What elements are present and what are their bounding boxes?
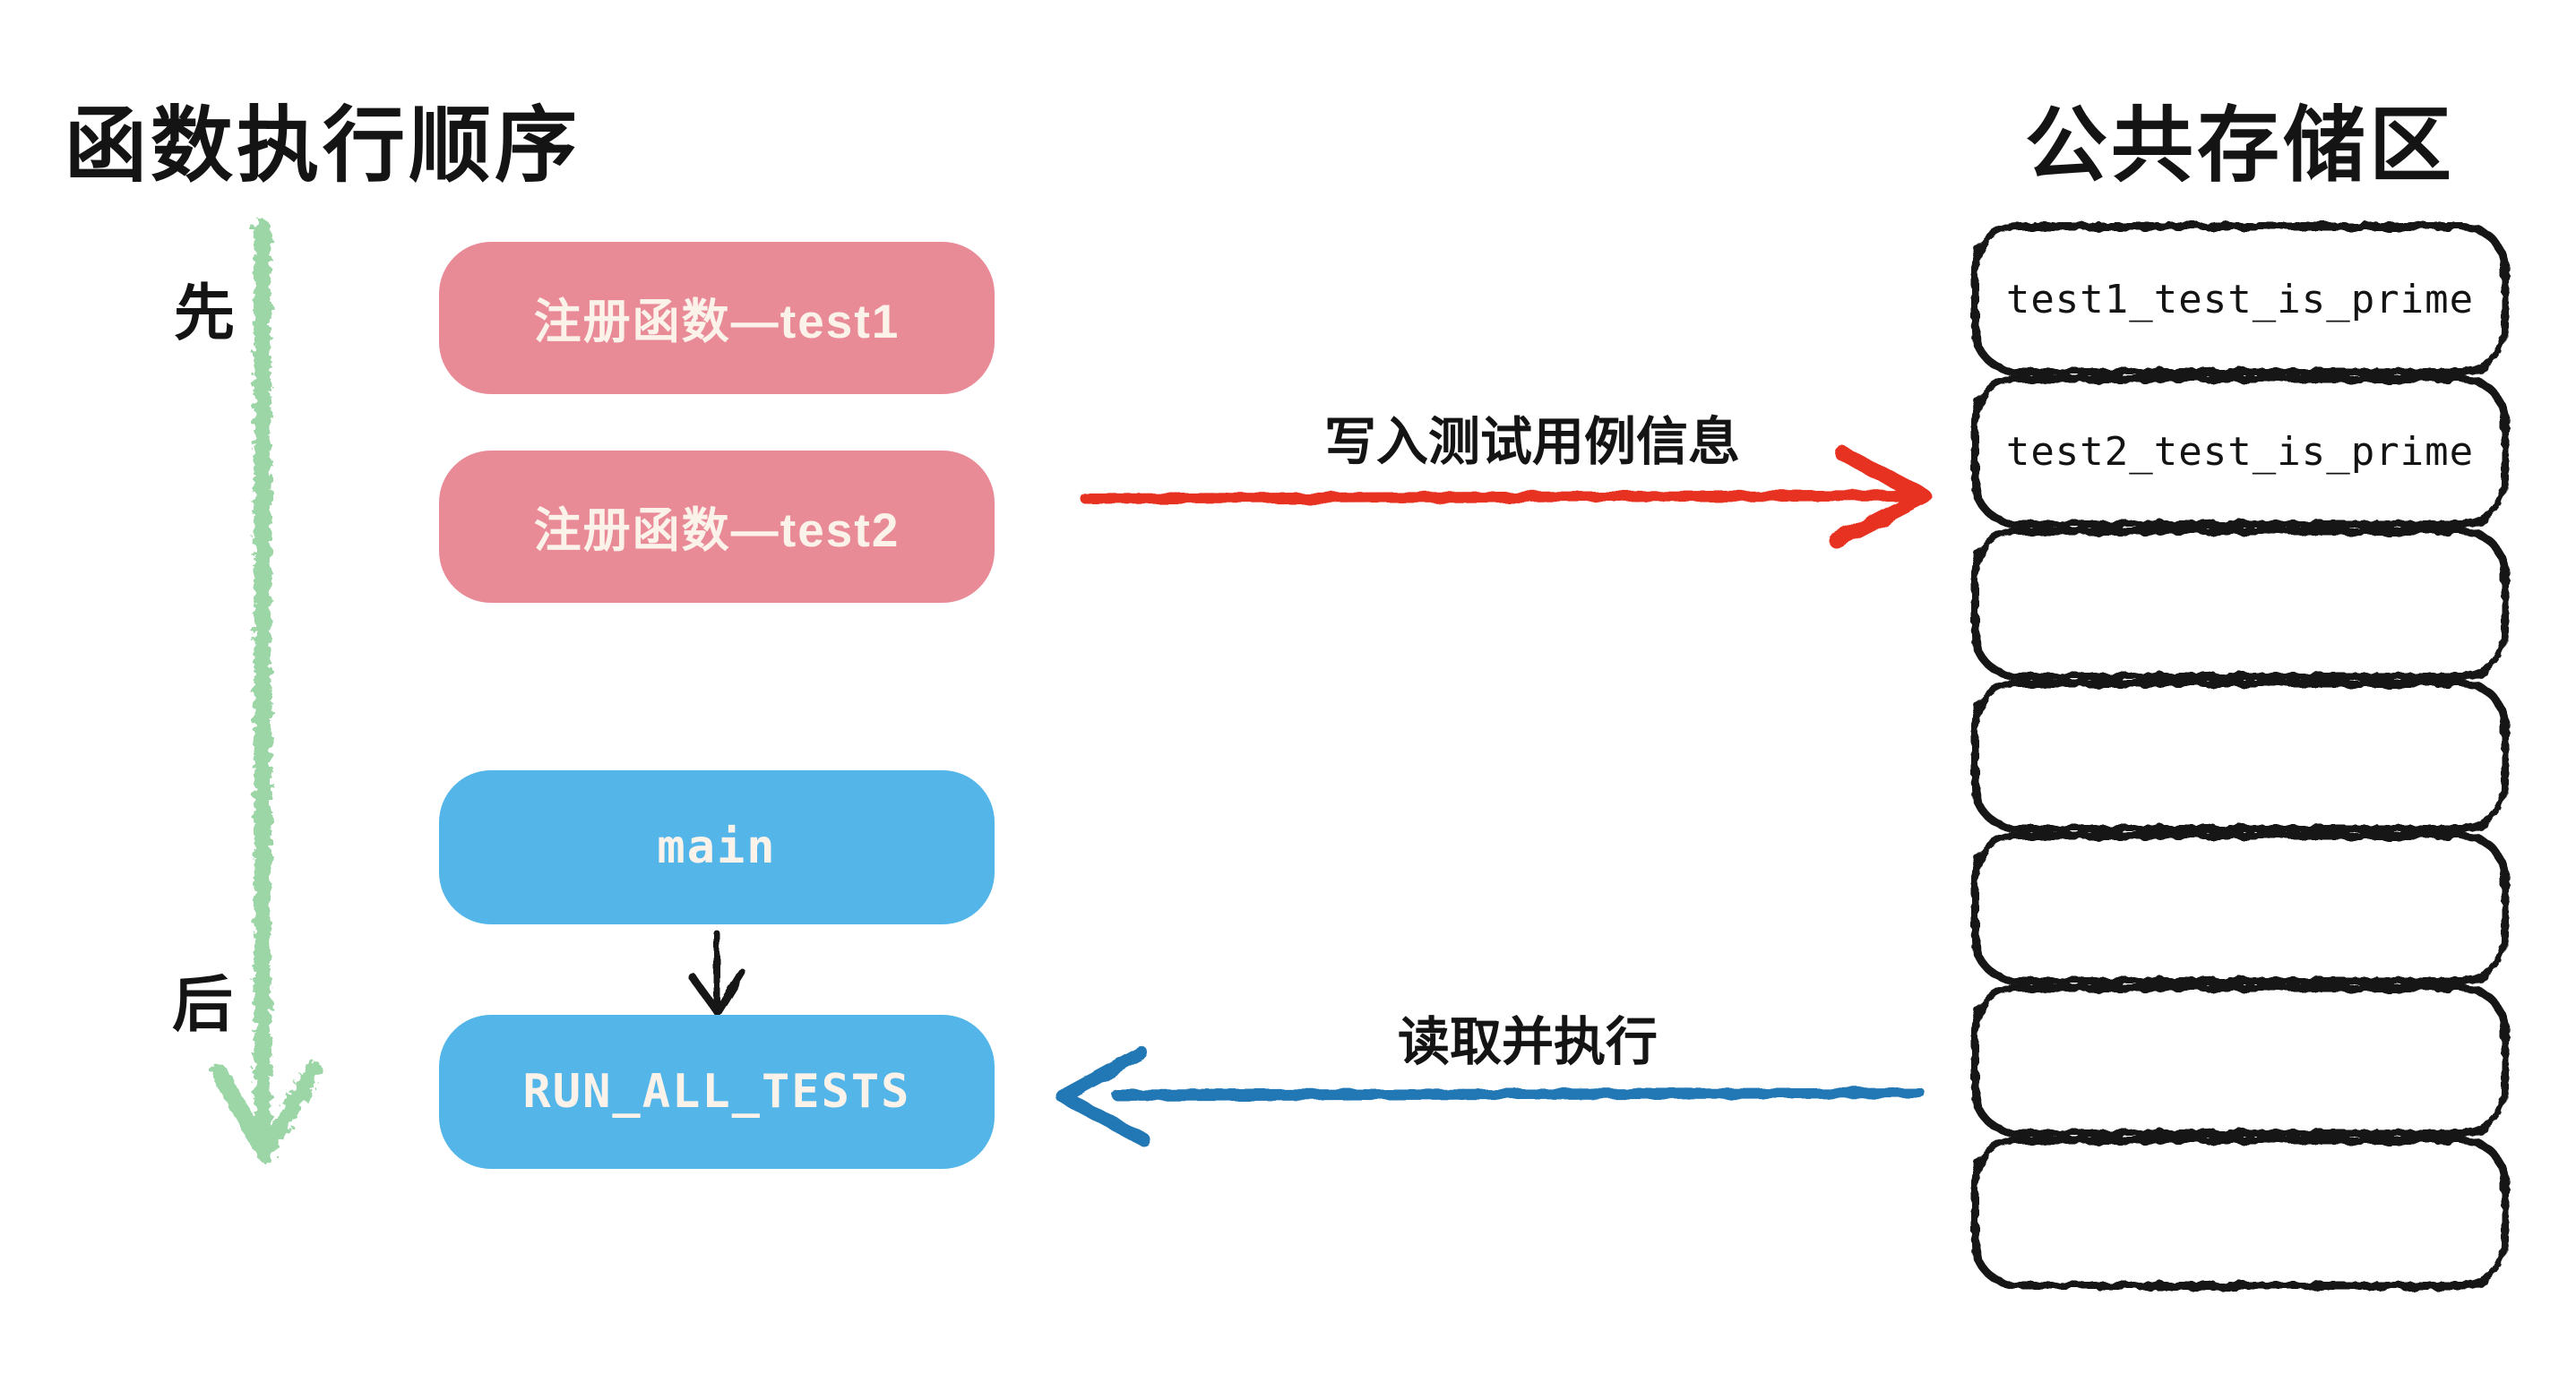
execution-order-arrow [211,219,323,1163]
write-arrow-label: 写入测试用例信息 [1323,413,1740,471]
storage-slot-label: test1_test_is_prime [2005,276,2475,322]
storage-slot-6 [1971,983,2509,1138]
storage-slot-border [1971,1136,2509,1290]
storage-slot-border [1971,983,2509,1138]
flow-box-run-all-tests: RUN_ALL_TESTS [439,1015,995,1169]
storage-slot-label: test2_test_is_prime [2005,428,2475,475]
main-to-run-arrow [687,930,746,1017]
storage-slot-5 [1971,831,2509,985]
storage-title: 公共存储区 [2024,100,2455,192]
flow-box-register-test1: 注册函数—test1 [439,242,995,394]
storage-slot-border [1971,222,2509,376]
storage-slot-label [1971,831,2509,985]
order-marker-first: 先 [174,279,236,348]
flow-box-register-test2: 注册函数—test2 [439,451,995,603]
storage-slot-border [1971,679,2509,833]
read-arrow-label: 读取并执行 [1397,1013,1658,1071]
flow-box-label: RUN_ALL_TESTS [522,1065,911,1119]
storage-slot-label [1971,527,2509,681]
storage-slot-4 [1971,679,2509,833]
storage-slot-border [1971,374,2509,528]
storage-slot-border [1971,831,2509,985]
flow-box-label: 注册函数—test1 [533,296,900,348]
flow-box-main: main [439,770,995,924]
storage-slot-label [1971,983,2509,1138]
storage-slot-label [1971,1136,2509,1290]
order-marker-last: 后 [172,971,234,1039]
storage-slot-2: test2_test_is_prime [1971,374,2509,528]
flow-box-label: main [657,820,777,874]
left-panel-title: 函数执行顺序 [65,100,582,192]
storage-slot-1: test1_test_is_prime [1971,222,2509,376]
storage-slot-label [1971,679,2509,833]
storage-slot-3 [1971,527,2509,681]
storage-slot-border [1971,527,2509,681]
flow-box-label: 注册函数—test2 [533,504,900,557]
storage-slot-7 [1971,1136,2509,1290]
